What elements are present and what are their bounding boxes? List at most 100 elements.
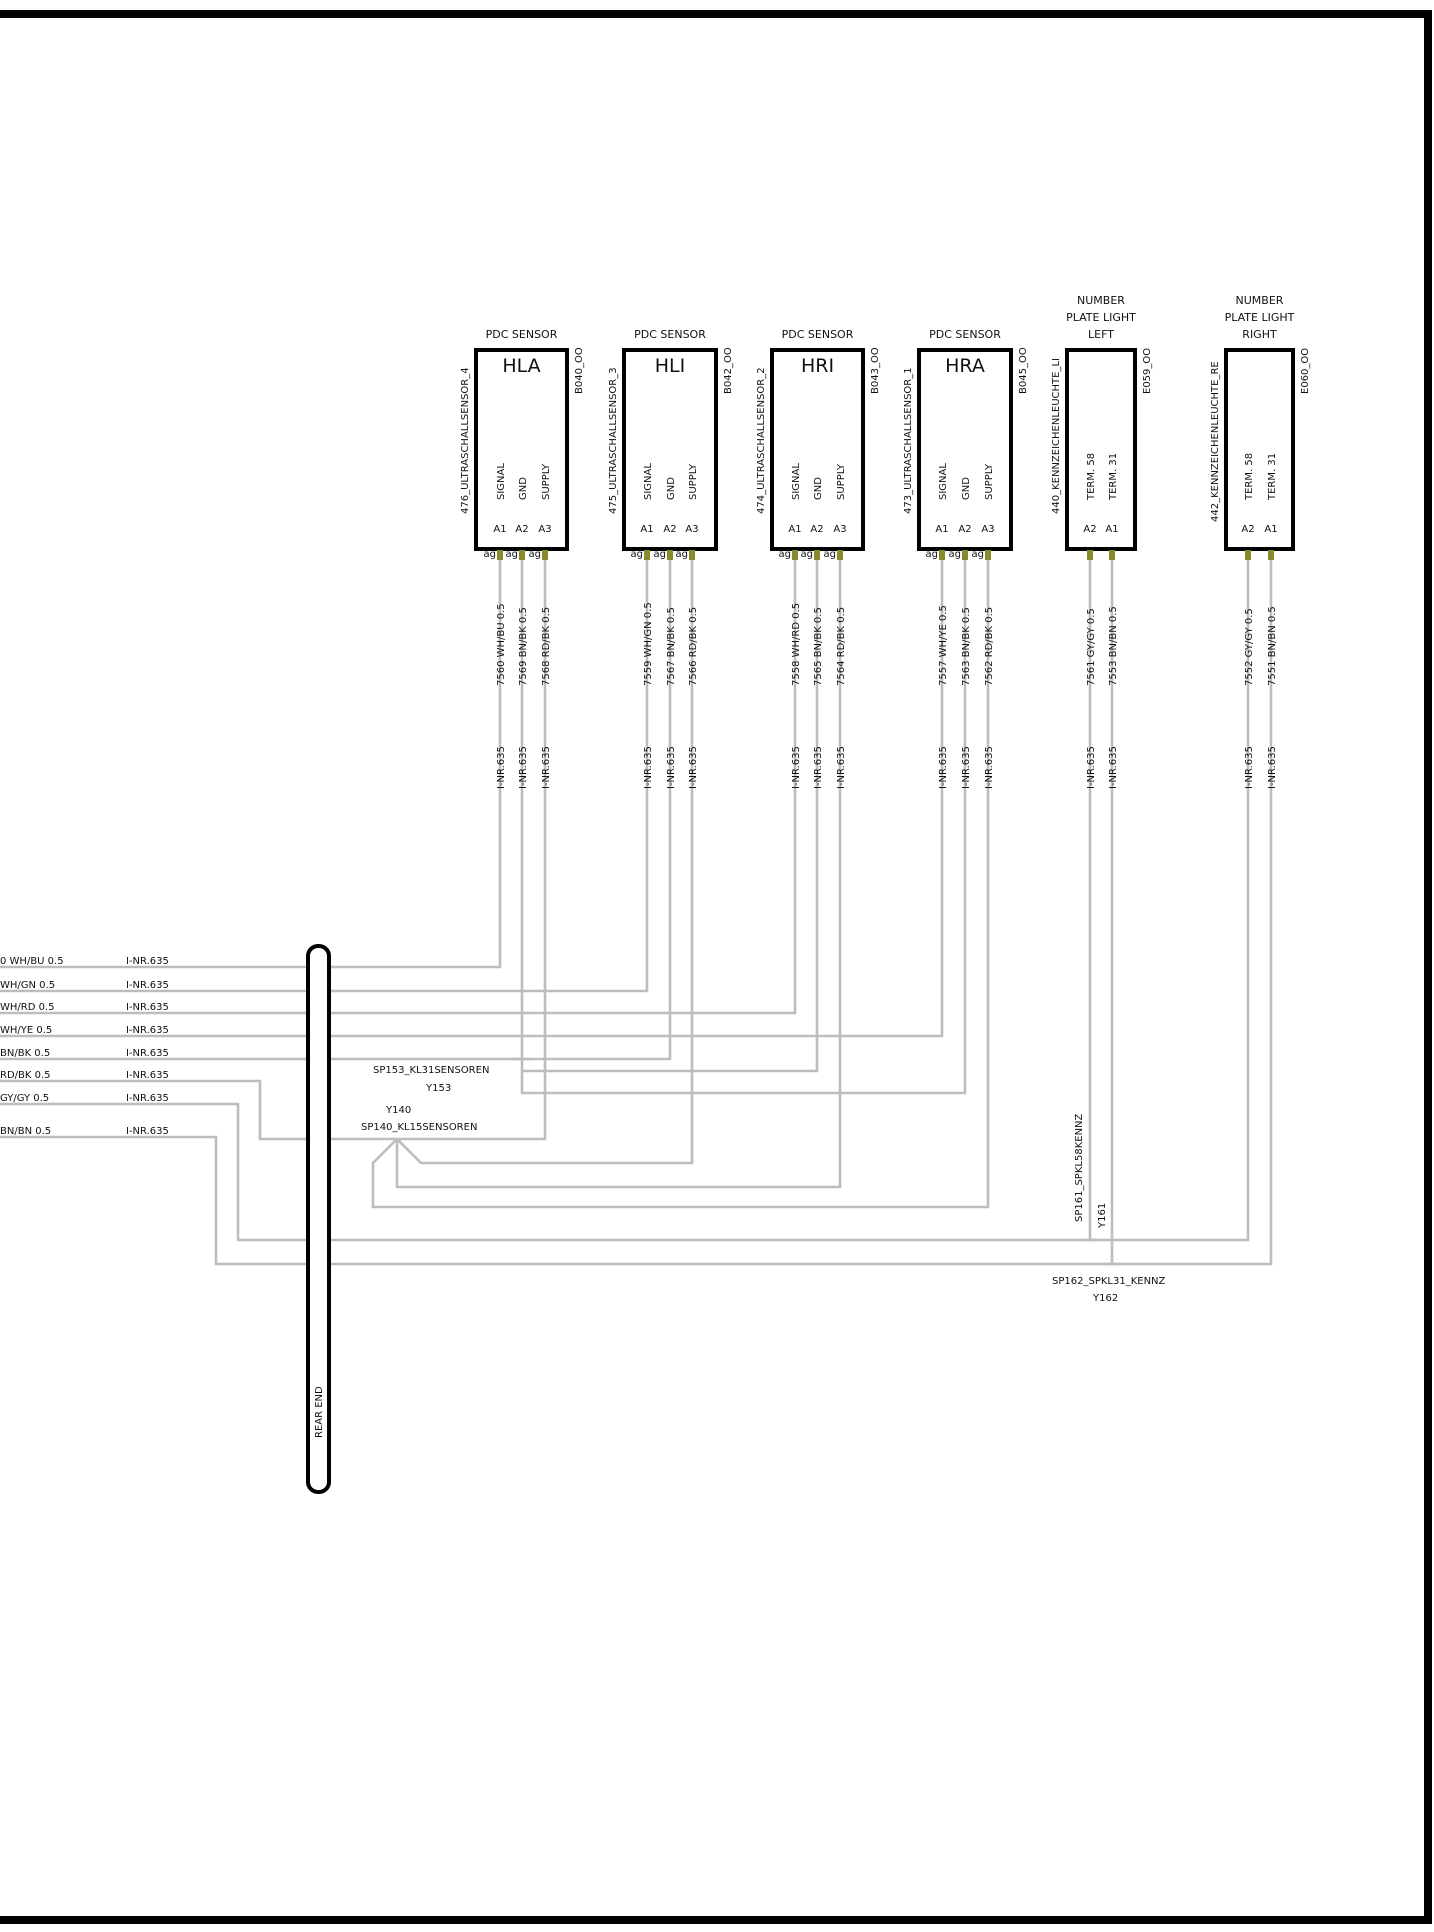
component-title: LEFT	[1088, 328, 1114, 341]
wire-route-term58-right	[0, 552, 1250, 1242]
wire-connector-id: I-NR.635	[836, 746, 847, 789]
pin-function: SIGNAL	[496, 463, 507, 500]
component-title: PLATE LIGHT	[1225, 311, 1295, 324]
wire-label: 7559 WH/GN 0.5	[643, 602, 654, 686]
left-wire-label: WH/GN 0.5	[0, 980, 55, 991]
pin-terminal	[837, 550, 843, 560]
component-ref: B042_OO	[723, 347, 734, 394]
sp140-name: SP140_KL15SENSOREN	[361, 1122, 477, 1133]
pin-terminal	[519, 550, 525, 560]
component-box	[474, 348, 569, 551]
pin-function: SIGNAL	[938, 463, 949, 500]
pin-tag: ag	[506, 549, 518, 560]
left-wire-label: RD/BK 0.5	[0, 1070, 51, 1081]
sp153-name: SP153_KL31SENSOREN	[373, 1065, 489, 1076]
left-wire-label: GY/GY 0.5	[0, 1093, 49, 1104]
pin-terminal	[542, 550, 548, 560]
wire-label: 7551 BN/BN 0.5	[1267, 606, 1278, 686]
wire-label: 7553 BN/BN 0.5	[1108, 606, 1119, 686]
pin-tag: ag	[484, 549, 496, 560]
left-wire-label: WH/YE 0.5	[0, 1025, 52, 1036]
wire-label: 7561 GY/GY 0.5	[1086, 608, 1097, 686]
sp140-id: Y140	[385, 1105, 411, 1116]
component-title: NUMBER	[1236, 294, 1284, 307]
pin-tag: ag	[949, 549, 961, 560]
wire-route-term31-right	[0, 552, 1273, 1266]
rear-end-label: REAR END	[314, 1386, 325, 1438]
pin-function: TERM. 58	[1086, 453, 1097, 501]
component-name: 475_ULTRASCHALLSENSOR_3	[608, 367, 619, 514]
left-wire-label: WH/RD 0.5	[0, 1002, 55, 1013]
wire-route-sp140-out	[0, 1079, 397, 1141]
component-title: PDC SENSOR	[929, 328, 1001, 341]
wire-connector-id: I-NR.635	[541, 746, 552, 789]
pin-tag: ag	[529, 549, 541, 560]
pin-function: GND	[518, 477, 529, 500]
left-wire-label: BN/BN 0.5	[0, 1126, 51, 1137]
wire-connector-id: I-NR.635	[961, 746, 972, 789]
left-connector-id: I-NR.635	[126, 1093, 169, 1104]
left-connector-id: I-NR.635	[126, 956, 169, 967]
pin-terminal	[814, 550, 820, 560]
pin-function: TERM. 31	[1267, 453, 1278, 501]
wire-label: 7560 WH/BU 0.5	[496, 603, 507, 686]
pin-function: SUPPLY	[541, 463, 552, 500]
pin-tag: ag	[631, 549, 643, 560]
pin-terminal	[985, 550, 991, 560]
wire-label: 7566 RD/BK 0.5	[688, 607, 699, 686]
left-connector-id: I-NR.635	[126, 1048, 169, 1059]
wire-route-hli-signal	[0, 552, 649, 993]
pin-function: GND	[666, 477, 677, 500]
component-box	[622, 348, 718, 551]
pin-function: SUPPLY	[688, 463, 699, 500]
wire-connector-id: I-NR.635	[938, 746, 949, 789]
pin-terminal	[962, 550, 968, 560]
component-title: PDC SENSOR	[634, 328, 706, 341]
wire-routes	[0, 552, 1273, 1266]
component-name: 473_ULTRASCHALLSENSOR_1	[903, 367, 914, 514]
wire-route-hra-supply	[371, 552, 990, 1209]
component-title: RIGHT	[1242, 328, 1277, 341]
wire-label: 7567 BN/BK 0.5	[666, 607, 677, 686]
wire-route-hla-signal	[0, 552, 502, 969]
wire-label: 7557 WH/YE 0.5	[938, 605, 949, 686]
sp153-id: Y153	[425, 1083, 451, 1094]
pin-function: GND	[961, 477, 972, 500]
pin-terminal	[1087, 550, 1093, 560]
wire-label: 7569 BN/BK 0.5	[518, 607, 529, 686]
component-title: PDC SENSOR	[782, 328, 854, 341]
pin-tag: ag	[654, 549, 666, 560]
wire-label: 7565 BN/BK 0.5	[813, 607, 824, 686]
pin-terminal	[1109, 550, 1115, 560]
pin-tag: ag	[676, 549, 688, 560]
pin-label: A2	[1083, 524, 1096, 535]
component-name: 440_KENNZEICHENLEUCHTE_LI	[1051, 358, 1062, 514]
component-code: HLA	[502, 355, 540, 377]
left-connector-id: I-NR.635	[126, 1070, 169, 1081]
left-connector-id: I-NR.635	[126, 980, 169, 991]
wire-route-hli-supply	[396, 552, 694, 1165]
wire-connector-id: I-NR.635	[1108, 746, 1119, 789]
pin-label: A2	[958, 524, 971, 535]
wire-label: 7564 RD/BK 0.5	[836, 607, 847, 686]
pin-label: A1	[1264, 524, 1277, 535]
wire-route-hla-supply	[397, 552, 547, 1141]
pin-label: A3	[833, 524, 846, 535]
component-box	[1065, 348, 1137, 551]
pin-terminal	[792, 550, 798, 560]
pin-function: SUPPLY	[836, 463, 847, 500]
component-ref: B043_OO	[870, 347, 881, 394]
wire-connector-id: I-NR.635	[1086, 746, 1097, 789]
wire-connector-id: I-NR.635	[688, 746, 699, 789]
pin-function: SIGNAL	[643, 463, 654, 500]
pin-label: A2	[810, 524, 823, 535]
component-box	[770, 348, 865, 551]
pin-function: SIGNAL	[791, 463, 802, 500]
pin-label: A2	[515, 524, 528, 535]
pin-label: A2	[663, 524, 676, 535]
wire-route-hri-gnd	[522, 552, 819, 1073]
pin-terminal	[1245, 550, 1251, 560]
